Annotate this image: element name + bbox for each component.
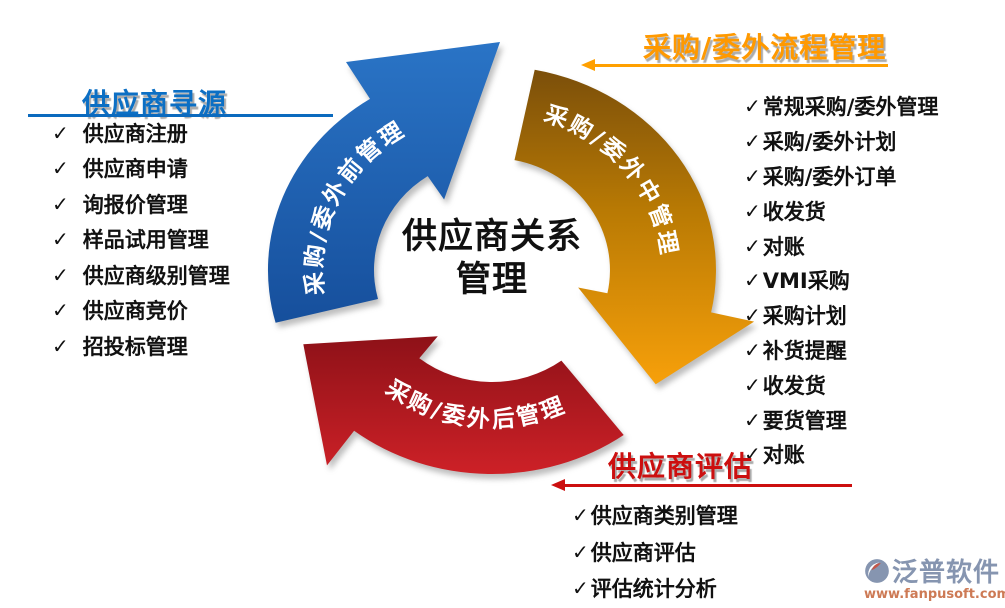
check-icon: ✓ (744, 94, 761, 119)
check-icon: ✓ (744, 129, 761, 154)
list-item: ✓采购计划 (744, 298, 938, 333)
evaluation-list: ✓供应商类别管理 ✓供应商评估 ✓评估统计分析 (572, 497, 738, 607)
list-item-label: 样品试用管理 (82, 228, 209, 253)
list-item: ✓对账 (744, 228, 938, 263)
cycle-arrow-mid (514, 69, 755, 385)
list-item-label: 供应商类别管理 (590, 504, 738, 529)
list-item-label: 供应商竞价 (82, 299, 188, 324)
check-icon: ✓ (572, 539, 589, 564)
list-item-label: 供应商申请 (82, 157, 188, 182)
list-item-label: 供应商级别管理 (82, 263, 230, 288)
check-icon: ✓ (52, 333, 69, 358)
list-item: ✓VMI采购 (744, 263, 938, 298)
list-item: ✓ 供应商申请 (52, 151, 230, 187)
check-icon: ✓ (572, 503, 589, 528)
list-item-label: 询报价管理 (82, 192, 188, 217)
list-item: ✓评估统计分析 (572, 570, 738, 607)
list-item-label: 招投标管理 (82, 334, 188, 359)
fanpu-logo-icon (865, 558, 889, 583)
list-item-label: 收发货 (762, 199, 826, 224)
check-icon: ✓ (52, 227, 69, 252)
list-item: ✓供应商类别管理 (572, 497, 738, 534)
check-icon: ✓ (744, 198, 761, 223)
check-icon: ✓ (572, 576, 589, 601)
process-list: ✓常规采购/委外管理 ✓采购/委外计划 ✓采购/委外订单 ✓收发货 ✓对账 ✓V… (744, 89, 938, 472)
list-item: ✓ 供应商竞价 (52, 293, 230, 329)
list-item-label: 对账 (762, 443, 805, 468)
list-item: ✓常规采购/委外管理 (744, 89, 938, 124)
list-item-label: 收发货 (762, 373, 826, 398)
check-icon: ✓ (744, 372, 761, 397)
process-title: 采购/委外流程管理 (643, 31, 887, 64)
center-title-line2: 管理 (455, 260, 528, 300)
sourcing-underline (28, 114, 333, 117)
list-item: ✓补货提醒 (744, 333, 938, 368)
list-item: ✓ 招投标管理 (52, 328, 230, 364)
list-item-label: 补货提醒 (762, 338, 847, 363)
list-item: ✓对账 (744, 437, 938, 472)
list-item-label: 供应商注册 (82, 121, 188, 146)
sourcing-list: ✓ 供应商注册 ✓ 供应商申请 ✓ 询报价管理 ✓ 样品试用管理 ✓ 供应商级别管理 ✓ 供… (52, 115, 230, 364)
list-item: ✓采购/委外计划 (744, 124, 938, 159)
list-item-label: 评估统计分析 (590, 577, 717, 602)
check-icon: ✓ (744, 233, 761, 258)
list-item-label: 供应商评估 (590, 540, 696, 565)
list-item: ✓要货管理 (744, 402, 938, 437)
center-title-line1: 供应商关系 (401, 217, 582, 257)
list-item-label: 采购计划 (762, 304, 847, 329)
list-item-label: 采购/委外订单 (762, 164, 897, 189)
evaluation-arrow-line (551, 479, 852, 491)
check-icon: ✓ (744, 163, 761, 188)
list-item: ✓采购/委外订单 (744, 159, 938, 194)
brand-name: 泛普软件 (891, 558, 1000, 588)
arrow-left-icon (581, 59, 595, 71)
list-item-label: 要货管理 (762, 408, 847, 433)
check-icon: ✓ (52, 156, 69, 181)
list-item: ✓ 供应商级别管理 (52, 257, 230, 293)
list-item: ✓供应商评估 (572, 534, 738, 571)
list-item-label: VMI采购 (762, 269, 850, 294)
check-icon: ✓ (744, 337, 761, 362)
list-item-label: 对账 (762, 234, 805, 259)
list-item: ✓ 样品试用管理 (52, 222, 230, 258)
list-item: ✓收发货 (744, 193, 938, 228)
check-icon: ✓ (744, 442, 761, 467)
check-icon: ✓ (744, 268, 761, 293)
check-icon: ✓ (52, 298, 69, 323)
process-arrow-line (581, 59, 888, 71)
check-icon: ✓ (744, 303, 761, 328)
list-item: ✓ 供应商注册 (52, 115, 230, 151)
list-item: ✓ 询报价管理 (52, 186, 230, 222)
brand-url: www.fanpusoft.com (864, 587, 1005, 602)
brand-logo: 泛普软件 www.fanpusoft.com (864, 552, 1005, 602)
list-item-label: 采购/委外计划 (762, 130, 897, 155)
list-item-label: 常规采购/委外管理 (762, 95, 939, 120)
cycle-arrow-post (303, 336, 624, 475)
check-icon: ✓ (744, 407, 761, 432)
check-icon: ✓ (52, 191, 69, 216)
check-icon: ✓ (52, 262, 69, 287)
list-item: ✓收发货 (744, 367, 938, 402)
center-title: 供应商关系 管理 (377, 216, 607, 302)
cycle-arrow-pre (267, 42, 500, 323)
arrow-left-icon (551, 479, 565, 491)
check-icon: ✓ (52, 120, 69, 145)
evaluation-title: 供应商评估 (608, 450, 754, 483)
